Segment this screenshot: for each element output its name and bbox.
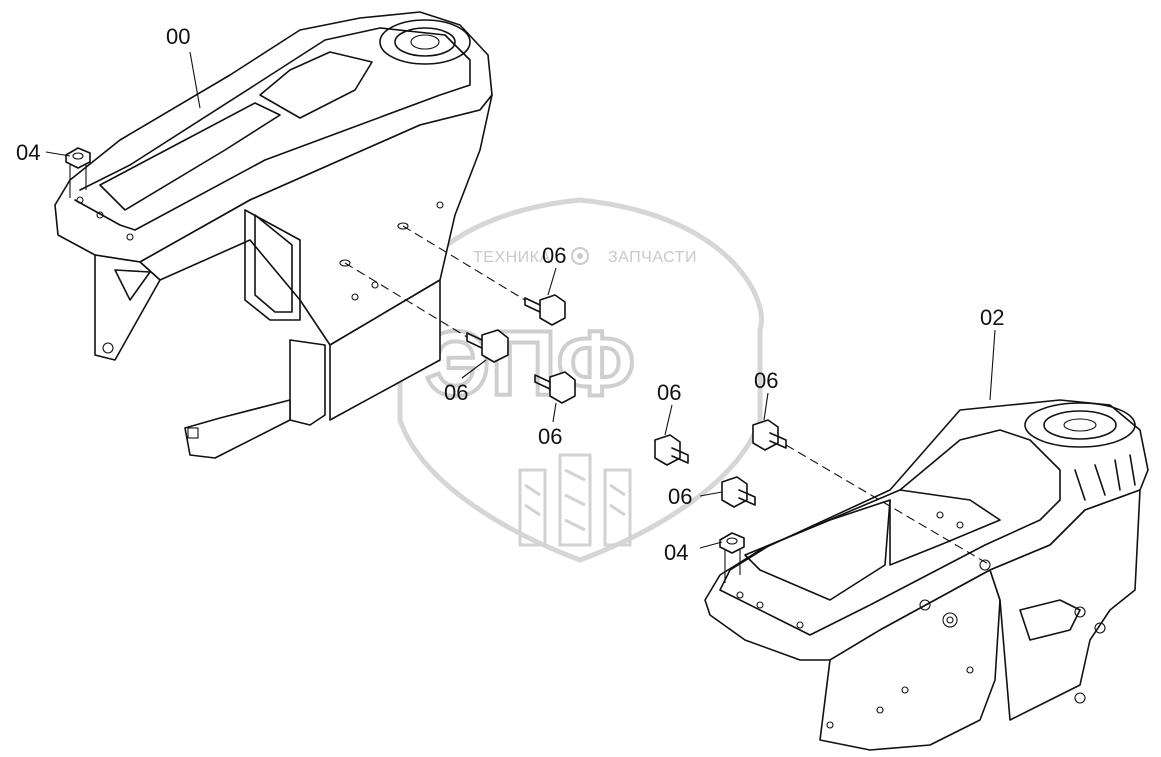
bolt-06-c xyxy=(534,371,576,404)
label-06-e: 06 xyxy=(754,368,778,393)
leader-lines xyxy=(45,51,996,549)
watermark: ТЕХНИКА ЗАПЧАСТИ ЭПФ xyxy=(396,197,764,563)
label-06-a: 06 xyxy=(542,243,566,268)
label-04-left: 04 xyxy=(16,140,40,165)
label-06-f: 06 xyxy=(668,484,692,509)
bolt-06-d xyxy=(654,434,689,466)
callout-labels: 00 04 02 04 06 06 06 06 06 06 xyxy=(16,24,1004,565)
watermark-logo: ЭПФ xyxy=(425,313,635,415)
nut-04-left xyxy=(65,147,91,198)
bolt-06-b xyxy=(466,329,509,363)
label-04-right: 04 xyxy=(664,540,688,565)
label-06-d: 06 xyxy=(657,380,681,405)
label-06-b: 06 xyxy=(444,380,468,405)
gear-icon xyxy=(571,247,589,265)
label-00: 00 xyxy=(166,24,190,49)
watermark-text-left: ТЕХНИКА xyxy=(473,249,551,266)
label-06-c: 06 xyxy=(538,424,562,449)
console-right xyxy=(704,399,1149,751)
bolt-06-f xyxy=(721,476,756,508)
bolt-06-e xyxy=(752,419,787,451)
label-02: 02 xyxy=(980,305,1004,330)
console-left xyxy=(54,11,493,459)
watermark-wheat-icon xyxy=(518,453,632,547)
nut-04-right xyxy=(719,532,745,583)
bolt-06-a xyxy=(524,294,566,326)
watermark-text-right: ЗАПЧАСТИ xyxy=(608,249,697,266)
assembly-lines xyxy=(344,225,991,566)
